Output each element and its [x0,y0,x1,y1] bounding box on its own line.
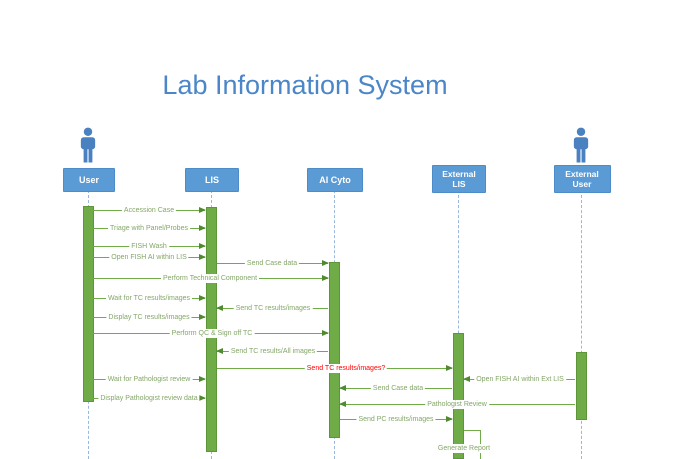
message-user-to-lis: Display Pathologist review data [93,393,206,403]
actor-box-external-lis: External LIS [432,165,486,193]
message-lis-to-ai-cyto: Send Case data [217,258,329,268]
message-label: Send PC results/images [356,414,436,424]
activation-bar-user [82,206,94,402]
actor-box-user: User [63,168,115,192]
lifeline-external-lis [458,190,459,459]
message-ai-cyto-to-lis: Send TC results/All images [216,346,328,356]
message-user-to-lis: FISH Wash [93,241,206,251]
message-user-to-lis: Triage with Panel/Probes [93,223,206,233]
self-message-line-horizontal [464,430,480,431]
message-user-to-ai-cyto: Perform Technical Component [93,273,329,283]
arrowhead-left-icon [339,385,346,391]
message-user-to-lis: Wait for Pathologist review [93,374,206,384]
arrowhead-left-icon [216,348,223,354]
arrowhead-right-icon [199,254,206,260]
arrowhead-left-icon [463,376,470,382]
arrowhead-right-icon [199,225,206,231]
arrowhead-right-icon [446,365,453,371]
message-label: Display Pathologist review data [98,393,200,403]
message-user-to-ai-cyto: Perform QC & Sign off TC [93,328,329,338]
message-external-user-to-external-lis: Open FISH AI within Ext LIS [463,374,575,384]
message-external-lis-to-ai-cyto: Send Case data [339,383,452,393]
message-label: Pathologist Review [425,399,489,409]
message-user-to-lis: Accession Case [93,205,206,215]
actor-box-ai-cyto: AI Cyto [307,168,363,192]
actor-box-external-user: External User [553,165,611,193]
message-label: Wait for TC results/images [105,293,193,303]
arrowhead-right-icon [199,243,206,249]
message-label: Perform Technical Component [160,273,260,283]
message-label: Send TC results/All images [228,346,318,356]
message-user-to-lis: Open FISH AI within LIS [93,252,206,262]
diagram-title: Lab Information System [162,70,448,100]
arrowhead-right-icon [446,416,453,422]
arrowhead-right-icon [322,275,329,281]
message-label: Accession Case [121,205,177,215]
message-user-to-lis: Display TC results/images [93,312,206,322]
message-label: Wait for Pathologist review [105,374,193,384]
activation-bar-external-lis [452,333,464,459]
arrowhead-left-icon [216,305,223,311]
person-icon [570,126,592,166]
activation-bar-external-user [575,352,587,420]
self-message-label: Generate Report [435,444,493,453]
arrowhead-right-icon [322,330,329,336]
actor-box-lis: LIS [185,168,239,192]
message-user-to-lis: Wait for TC results/images [93,293,206,303]
arrowhead-right-icon [199,295,206,301]
message-label: FISH Wash [129,241,169,251]
message-lis-to-external-lis: Send TC results/images? [217,363,453,373]
message-label: Send Case data [370,383,426,393]
message-label: Perform QC & Sign off TC [169,328,255,338]
arrowhead-right-icon [322,260,329,266]
message-external-user-to-ai-cyto: Pathologist Review [339,399,575,409]
arrowhead-right-icon [199,376,206,382]
arrowhead-right-icon [199,314,206,320]
message-label: Send Case data [244,258,300,268]
message-label: Open FISH AI within LIS [109,252,189,262]
person-icon [77,126,99,166]
message-label: Display TC results/images [106,312,192,322]
lifeline-external-user [581,190,582,459]
message-label: Triage with Panel/Probes [108,223,190,233]
arrowhead-right-icon [199,395,206,401]
message-label: Send TC results/images? [304,363,388,373]
arrowhead-left-icon [339,401,346,407]
arrowhead-right-icon [199,207,206,213]
message-ai-cyto-to-lis: Send TC results/images [216,303,328,313]
message-ai-cyto-to-external-lis: Send PC results/images [340,414,453,424]
message-label: Open FISH AI within Ext LIS [474,374,566,384]
message-label: Send TC results/images [233,303,313,313]
activation-bar-ai-cyto [328,262,340,438]
